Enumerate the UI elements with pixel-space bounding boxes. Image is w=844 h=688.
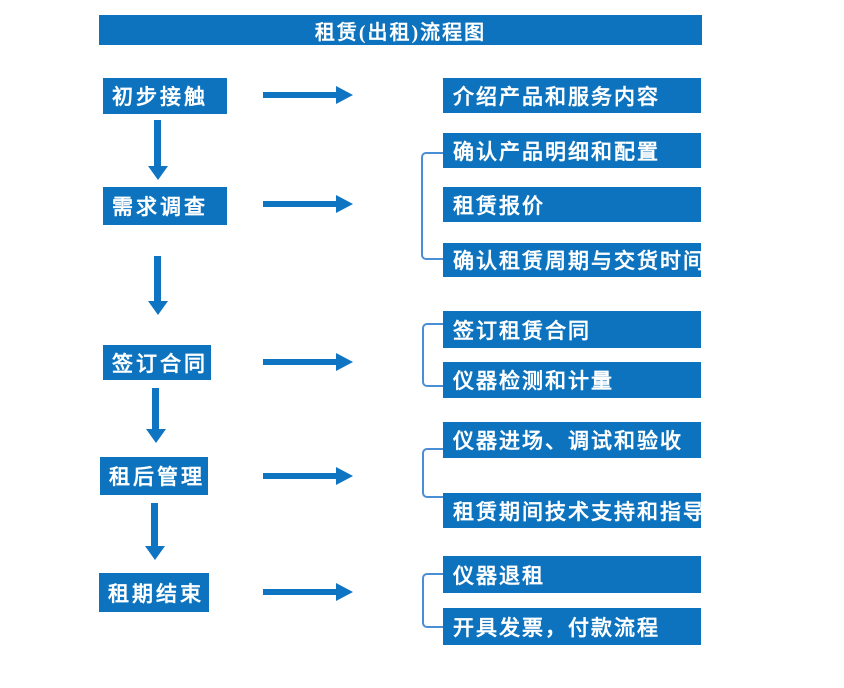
flow-title: 租赁(出租)流程图 [314,21,487,44]
output-box-confirm-period-delivery: 确认租赁周期与交货时间 [443,243,701,277]
right-arrow-icon [263,583,353,601]
output-box-instrument-testing: 仪器检测和计量 [443,362,701,398]
stage-label: 租后管理 [109,465,205,489]
output-label: 租赁报价 [453,193,545,218]
group-bracket-icon [422,573,443,628]
stage-box-sign-contract: 签订合同 [103,345,211,380]
output-box-invoice-payment: 开具发票，付款流程 [443,608,701,645]
stage-label: 初步接触 [112,85,208,109]
output-label: 仪器退租 [453,563,545,588]
right-arrow-icon [263,353,353,371]
output-label: 仪器检测和计量 [453,369,614,393]
down-arrow-icon [145,503,165,560]
output-label: 开具发票，付款流程 [453,615,660,640]
output-box-instrument-return: 仪器退租 [443,556,701,593]
stage-label: 签订合同 [112,351,208,376]
stage-box-initial-contact: 初步接触 [103,78,227,114]
stage-label: 需求调查 [112,195,208,219]
output-label: 仪器进场、调试和验收 [453,429,683,453]
flow-title-bar: 租赁(出租)流程图 [99,15,702,45]
output-box-sign-rental-contract: 签订租赁合同 [443,311,701,348]
right-arrow-icon [263,467,353,485]
right-arrow-icon [263,86,353,104]
output-box-technical-support: 租赁期间技术支持和指导 [443,493,701,528]
output-box-introduce-products: 介绍产品和服务内容 [443,78,701,113]
output-label: 确认产品明细和配置 [453,139,660,164]
output-box-instrument-setup-acceptance: 仪器进场、调试和验收 [443,422,701,458]
output-label: 确认租赁周期与交货时间 [453,249,701,273]
output-label: 介绍产品和服务内容 [453,84,660,109]
output-label: 租赁期间技术支持和指导 [453,499,701,524]
down-arrow-icon [148,256,168,315]
output-box-rental-quote: 租赁报价 [443,187,701,222]
group-bracket-icon [422,323,443,387]
stage-box-demand-survey: 需求调查 [103,187,227,225]
output-label: 签订租赁合同 [453,318,591,343]
stage-box-lease-end: 租期结束 [99,573,209,612]
group-bracket-icon [421,152,444,260]
stage-box-post-rental-management: 租后管理 [100,457,208,495]
down-arrow-icon [146,388,166,443]
stage-label: 租期结束 [108,581,204,606]
down-arrow-icon [148,120,168,180]
group-bracket-icon [422,448,443,498]
output-box-confirm-product-details: 确认产品明细和配置 [443,133,701,168]
right-arrow-icon [263,195,353,213]
